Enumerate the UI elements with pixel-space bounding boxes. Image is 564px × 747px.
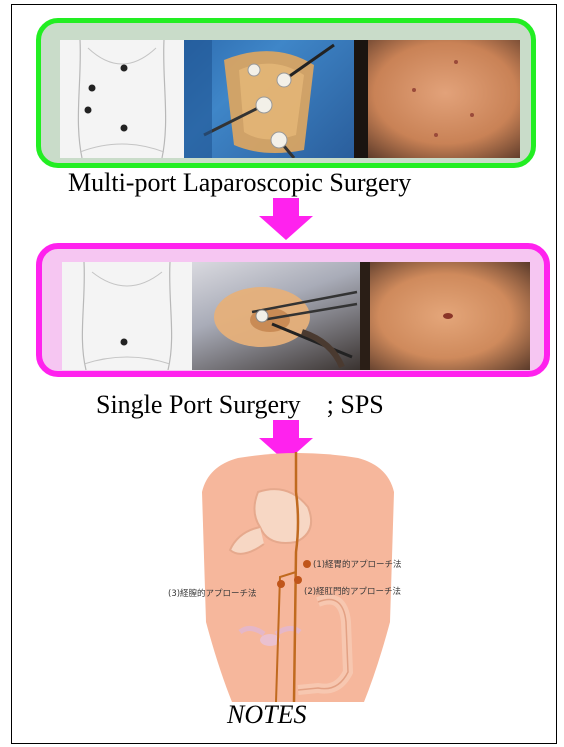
access-point-gastric <box>303 560 311 568</box>
single-port-caption: Single Port Surgery ; SPS <box>96 384 384 421</box>
access-point-anal <box>294 576 302 584</box>
photo-multiport-scars <box>354 40 520 158</box>
port-dot <box>121 125 128 132</box>
abdomen-sketch-multiport <box>60 40 184 158</box>
photo-umbilical-scar <box>360 262 530 370</box>
port-dot <box>89 85 96 92</box>
abdomen-sketch-single-port <box>62 262 192 370</box>
multi-port-caption: Multi-port Laparoscopic Surgery <box>68 168 411 198</box>
port-dot <box>121 65 128 72</box>
photo-laparoscopic-operation <box>184 40 354 158</box>
port-dot <box>121 339 128 346</box>
label-transgastric: (1)経胃的アプローチ法 <box>313 559 402 570</box>
label-transanal: (2)経肛門的アプローチ法 <box>304 586 401 597</box>
photo-single-port-operation <box>192 262 360 370</box>
port-dot <box>85 107 92 114</box>
label-transvaginal: (3)経膣的アプローチ法 <box>168 588 257 599</box>
access-point-vaginal <box>277 580 285 588</box>
down-arrow-1 <box>257 198 315 242</box>
notes-caption: NOTES <box>227 700 306 730</box>
notes-anatomy-illustration: (1)経胃的アプローチ法 (2)経肛門的アプローチ法 (3)経膣的アプローチ法 <box>168 452 428 702</box>
